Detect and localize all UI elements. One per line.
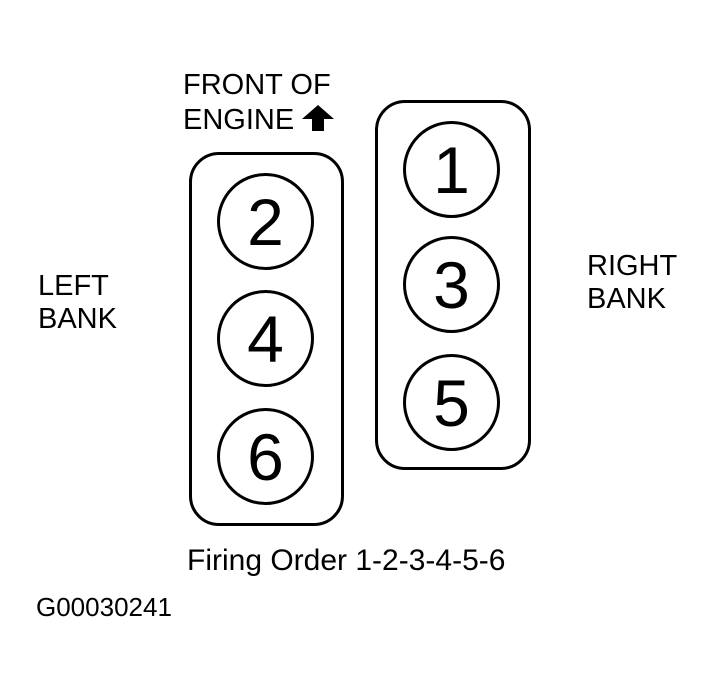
cylinder-6: 6 (217, 408, 314, 505)
cylinder-1-number: 1 (433, 132, 470, 207)
cylinder-6-number: 6 (247, 419, 284, 494)
front-of-engine-label: FRONT OF ENGINE (183, 68, 335, 140)
cylinder-3-number: 3 (433, 247, 470, 322)
front-of-engine-line1: FRONT OF (183, 69, 331, 101)
left-bank-label-line2: BANK (38, 303, 117, 335)
right-bank-label-line2: BANK (587, 283, 666, 315)
left-bank-box: 2 4 6 (189, 152, 344, 526)
cylinder-5: 5 (403, 354, 500, 451)
cylinder-4-number: 4 (247, 301, 284, 376)
cylinder-5-number: 5 (433, 365, 470, 440)
cylinder-2-number: 2 (247, 184, 284, 259)
firing-order-caption: Firing Order 1-2-3-4-5-6 (187, 544, 506, 577)
cylinder-3: 3 (403, 236, 500, 333)
up-arrow-icon (302, 105, 335, 140)
cylinder-2: 2 (217, 173, 314, 270)
left-bank-label: LEFT BANK (38, 270, 117, 336)
right-bank-label-line1: RIGHT (587, 250, 678, 282)
front-of-engine-line2: ENGINE (183, 104, 295, 136)
right-bank-label: RIGHT BANK (587, 250, 677, 316)
right-bank-box: 1 3 5 (375, 100, 531, 470)
cylinder-1: 1 (403, 121, 500, 218)
figure-id: G00030241 (36, 592, 172, 622)
left-bank-label-line1: LEFT (38, 270, 109, 302)
cylinder-4: 4 (217, 290, 314, 387)
